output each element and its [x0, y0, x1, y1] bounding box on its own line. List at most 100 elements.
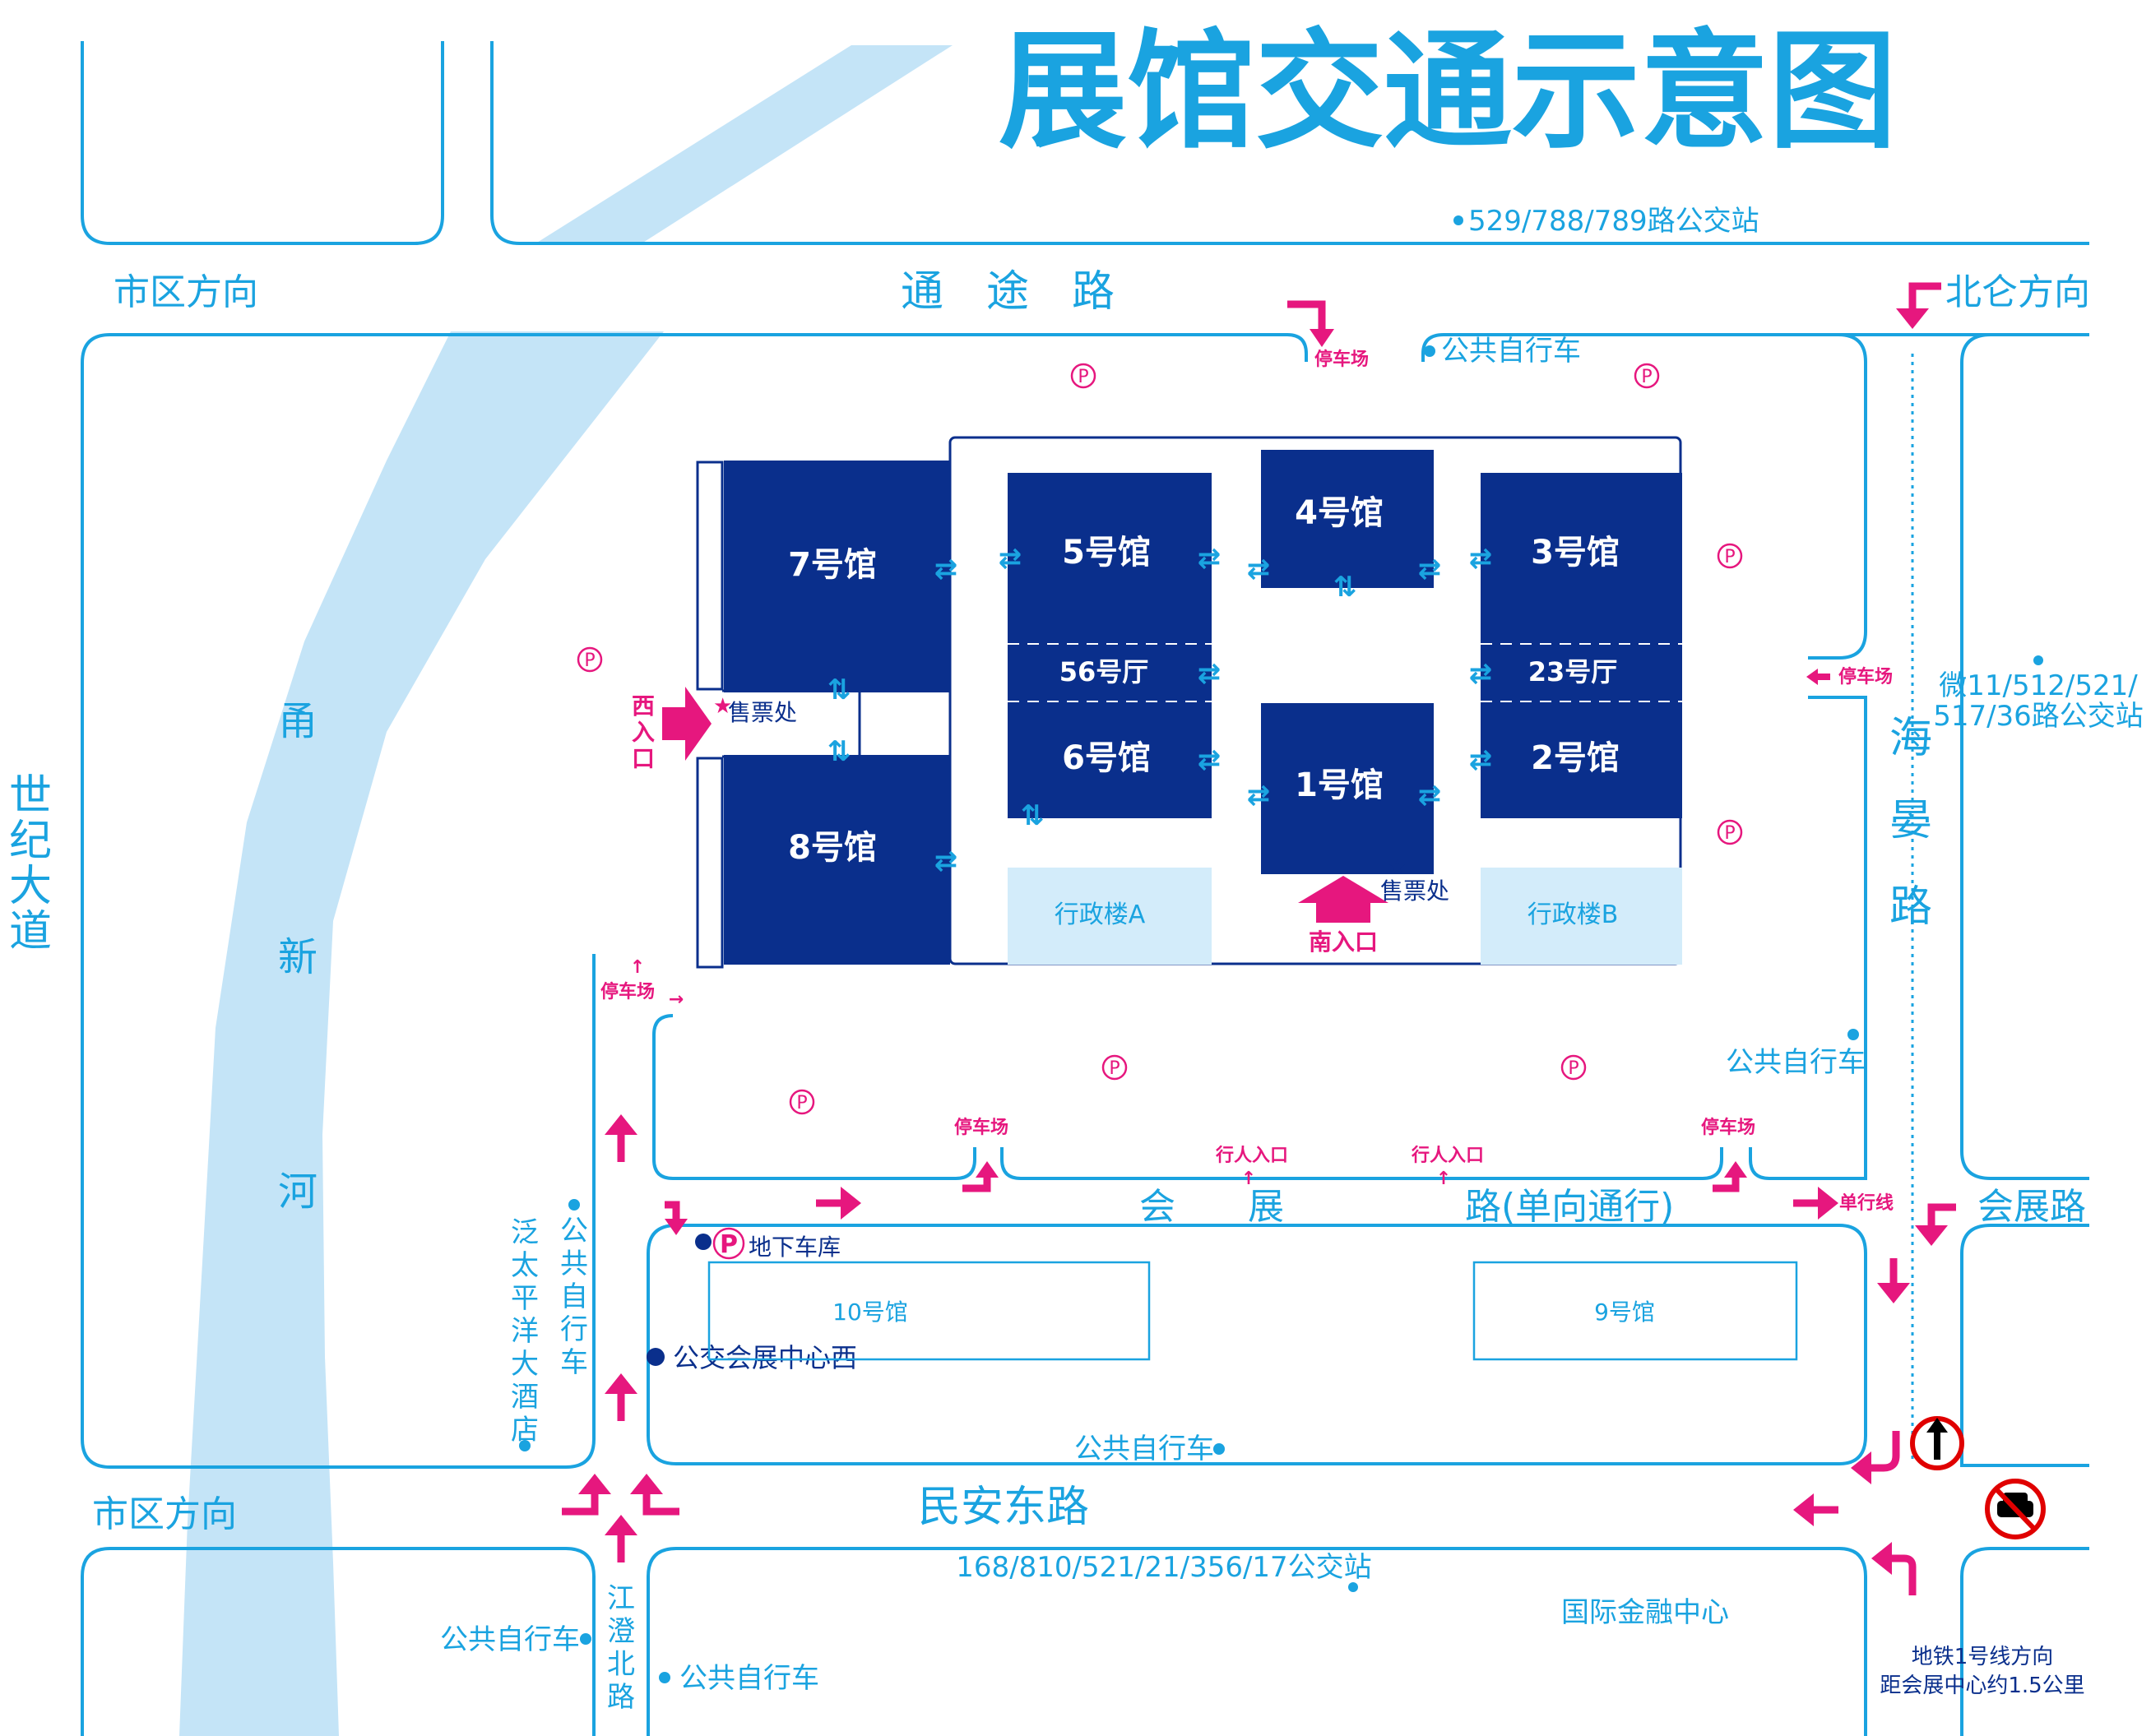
road-block-bottom-right: [1960, 1547, 2089, 1736]
turn-arrow-right-1: [642, 1490, 679, 1516]
bus-stop-right-line-1[interactable]: 微11/512/521/: [1939, 669, 2138, 702]
bike-vertical-char: 自: [560, 1280, 588, 1313]
south-entrance-label: 南入口: [1309, 928, 1378, 956]
hall-10-label: 10号馆: [832, 1299, 908, 1326]
hall-2-3[interactable]: [1481, 473, 1682, 818]
passage-icon: ⇄: [934, 845, 958, 877]
river-label-char-1: 甬: [278, 698, 318, 744]
arrow-up-jiangcheng-2-head: [605, 1373, 637, 1394]
no-left-turn-sign: [1910, 1416, 1964, 1470]
parking-lot-top[interactable]: 停车场: [1314, 349, 1369, 370]
parking-icon-letter: P: [1078, 367, 1088, 387]
hall-1[interactable]: [1261, 703, 1434, 874]
huizhan-road-right-label: 会展路: [1977, 1186, 2086, 1228]
bus-stop-west[interactable]: 公交会展中心西: [673, 1342, 857, 1373]
bus-stop-right-line-2[interactable]: 517/36路公交站: [1933, 700, 2144, 733]
parking-lot-left[interactable]: 停车场: [600, 981, 655, 1002]
hall8-annex: [696, 757, 724, 969]
arrow-up-jiangcheng-3-head: [605, 1515, 637, 1535]
passage-icon: ⇄: [1469, 542, 1493, 575]
passage-icon: ⇄: [1469, 743, 1493, 776]
passage-icon: ⇄: [1198, 743, 1222, 776]
arrow-down-haiyan-head: [1877, 1283, 1910, 1303]
hall-10[interactable]: [707, 1261, 1151, 1361]
west-entrance-char-1: 西: [632, 692, 655, 720]
turn-arrow-parking-bl-head: [976, 1161, 999, 1178]
jiangcheng-road-char-4: 路: [607, 1681, 635, 1714]
hall-9[interactable]: [1472, 1261, 1798, 1361]
bike-vertical-char: 车: [560, 1346, 588, 1379]
pedestrian-arrow-2: ↑: [1436, 1169, 1451, 1189]
bike-dot: [1424, 345, 1435, 357]
direction-city-bottom: 市区方向: [92, 1493, 237, 1535]
turn-arrow-metro-head: [1871, 1542, 1892, 1575]
turn-arrow-right-1-head: [630, 1474, 663, 1494]
hall-1-label: 1号馆: [1295, 766, 1384, 804]
ifc-label: 国际金融中心: [1561, 1596, 1729, 1629]
hall-2-label: 2号馆: [1531, 739, 1620, 777]
road-block-bottom-left: [81, 1547, 596, 1736]
bike-station-bottom-left[interactable]: 公共自行车: [440, 1623, 580, 1656]
ticket-star-west: ★: [713, 694, 732, 719]
hall-4[interactable]: [1261, 450, 1434, 588]
bike-station-vertical[interactable]: 公 共 自 行 车: [560, 1199, 588, 1379]
underground-parking-icon[interactable]: [712, 1227, 745, 1260]
hall-8[interactable]: [724, 755, 950, 965]
pedestrian-entrance-2[interactable]: 行人入口: [1411, 1145, 1484, 1166]
admin-building-b[interactable]: [1481, 868, 1682, 965]
bus-stop-top[interactable]: 529/788/789路公交站: [1468, 205, 1759, 238]
bike-dot: [659, 1672, 670, 1683]
direction-metro: 地铁1号线方向: [1912, 1645, 2054, 1669]
hall-8-label: 8号馆: [788, 829, 877, 867]
hall-5-6[interactable]: [1008, 473, 1212, 818]
hall-56-label: 56号厅: [1059, 656, 1149, 687]
hotel-label: 泛 太 平 洋 大 酒 店: [511, 1216, 539, 1451]
ticket-office-south: 售票处: [1380, 877, 1449, 905]
parking-arrow-right: [1806, 669, 1830, 685]
passage-icon: ⇅: [827, 735, 851, 768]
pedestrian-entrance-1[interactable]: 行人入口: [1215, 1145, 1288, 1166]
hotel-char: 洋: [511, 1315, 539, 1348]
jiangcheng-road-char-1: 江: [607, 1582, 635, 1615]
admin-building-a[interactable]: [1008, 868, 1212, 965]
underground-parking-symbol: P: [720, 1230, 738, 1259]
turn-arrow-garage-head: [665, 1219, 688, 1235]
underground-parking-label: 地下车库: [749, 1234, 841, 1261]
road-block-right-bottom: [1960, 1224, 2089, 1467]
parking-arrow-up-left: ↑: [630, 957, 645, 978]
hall-3-label: 3号馆: [1531, 534, 1620, 572]
bike-station-bottom-mid[interactable]: 公共自行车: [679, 1662, 819, 1695]
hall-7[interactable]: [724, 461, 950, 692]
bus-stop-bottom[interactable]: 168/810/521/21/356/17公交站: [956, 1551, 1371, 1584]
west-entrance-arrow[interactable]: [662, 687, 712, 761]
pedestrian-arrow-1: ↑: [1241, 1169, 1256, 1189]
bike-station-center[interactable]: 公共自行车: [1074, 1433, 1214, 1465]
parking-icon-letter: P: [1109, 1058, 1120, 1079]
parking-lot-bottom-left[interactable]: 停车场: [954, 1117, 1008, 1138]
direction-city-top: 市区方向: [114, 271, 258, 313]
south-entrance-arrow[interactable]: [1298, 876, 1388, 923]
hall-5-label: 5号馆: [1062, 534, 1151, 572]
river-label-char-2: 新: [278, 934, 318, 980]
turn-arrow-parking-br: [1713, 1176, 1740, 1192]
parking-lot-right[interactable]: 停车场: [1838, 666, 1893, 687]
passage-icon: ⇄: [934, 553, 958, 586]
shiji-road-char-1: 世: [9, 771, 52, 821]
passage-icon: ⇅: [1333, 571, 1357, 604]
shiji-road-char-4: 道: [9, 907, 52, 956]
turn-arrow-metro: [1888, 1554, 1917, 1595]
hall-4-label: 4号馆: [1295, 494, 1384, 532]
parking-entry-arrowhead-top: [1310, 329, 1334, 347]
no-motor-vehicle-sign: [1985, 1479, 2046, 1539]
bike-station-top[interactable]: 公共自行车: [1441, 335, 1581, 368]
huizhan-road-label: 会 展 路(单向通行): [1139, 1186, 1674, 1228]
parking-icon: [1101, 1054, 1128, 1081]
parking-icon: [1634, 363, 1660, 389]
parking-icon: [577, 646, 603, 673]
turn-arrow-parking-br-head: [1724, 1161, 1747, 1178]
bike-station-right[interactable]: 公共自行车: [1726, 1046, 1866, 1079]
bike-dot: [580, 1633, 591, 1645]
hotel-char: 泛: [511, 1216, 539, 1249]
parking-lot-bottom-right[interactable]: 停车场: [1701, 1117, 1755, 1138]
hall-9-label: 9号馆: [1594, 1299, 1655, 1326]
